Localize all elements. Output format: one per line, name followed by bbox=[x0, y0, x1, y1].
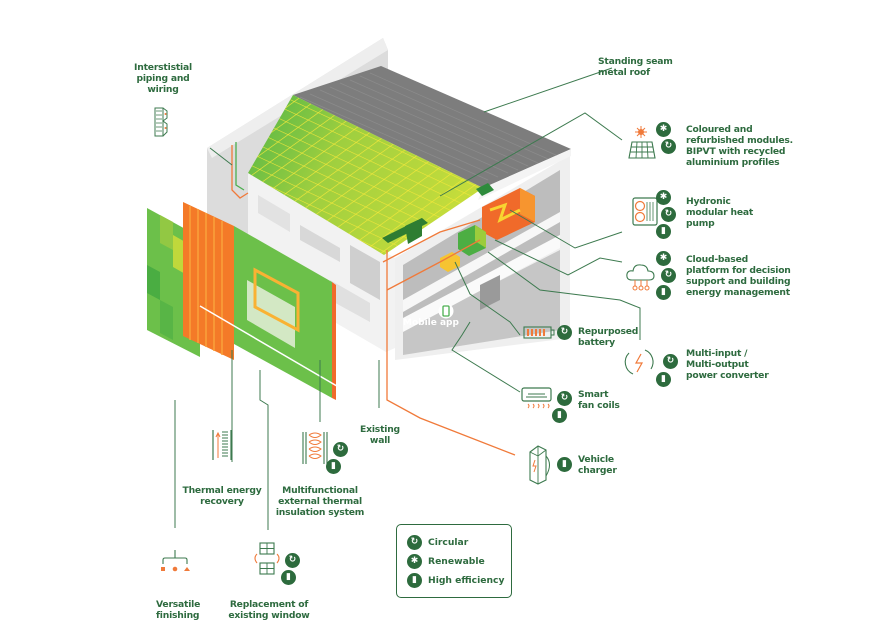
label-thermal-energy-recovery: Thermal energy recovery bbox=[182, 485, 262, 507]
label-repurposed-battery: Repurposed battery bbox=[578, 326, 639, 348]
label-interstitial-piping: Interstistial piping and wiring bbox=[134, 62, 192, 95]
legend-label: Circular bbox=[428, 537, 469, 548]
label-window-replacement: Replacement of existing window bbox=[228, 599, 310, 621]
bipvt-solar-roof bbox=[248, 95, 483, 255]
vehicle-charger-icon bbox=[529, 445, 550, 485]
heat-pump-icon bbox=[632, 197, 658, 226]
circular-icon: ↻ bbox=[557, 325, 572, 340]
high-efficiency-icon: ▮ bbox=[552, 408, 567, 423]
renewable-icon: ✱ bbox=[656, 122, 671, 137]
label-power-converter: Multi-input / Multi-output power convert… bbox=[686, 348, 769, 381]
circular-icon: ↻ bbox=[661, 207, 676, 222]
circular-icon: ↻ bbox=[333, 442, 348, 457]
insulation-panel bbox=[234, 226, 336, 400]
legend-item-high-efficiency: ▮ High efficiency bbox=[407, 573, 504, 588]
high-efficiency-icon: ▮ bbox=[557, 457, 572, 472]
cloud-platform-icon bbox=[626, 264, 655, 291]
high-efficiency-icon: ▮ bbox=[656, 224, 671, 239]
power-converter-icon bbox=[624, 349, 654, 375]
interstitial-piping-icon bbox=[154, 107, 168, 137]
label-standing-seam-roof: Standing seam metal roof bbox=[598, 56, 673, 78]
renewable-icon: ✱ bbox=[407, 554, 422, 569]
thermal-recovery-panel bbox=[183, 202, 234, 360]
legend-item-circular: ↻ Circular bbox=[407, 535, 468, 550]
heat-pump-unit bbox=[476, 183, 535, 240]
thermal-recovery-icon bbox=[212, 430, 232, 460]
label-heat-pump: Hydronic modular heat pump bbox=[686, 196, 754, 229]
callout-lines bbox=[174, 67, 641, 530]
label-versatile-finishing: Versatile finishing bbox=[156, 599, 201, 621]
high-efficiency-icon: ▮ bbox=[326, 459, 341, 474]
versatile-finishing-icon bbox=[161, 550, 190, 572]
circular-icon: ↻ bbox=[661, 139, 676, 154]
circular-icon: ↻ bbox=[557, 391, 572, 406]
legend-label: Renewable bbox=[428, 556, 485, 567]
label-mobile-app: Mobile app bbox=[403, 318, 459, 328]
renewable-icon: ✱ bbox=[656, 251, 671, 266]
window-replacement-icon bbox=[254, 542, 280, 575]
legend-item-renewable: ✱ Renewable bbox=[407, 554, 485, 569]
legend-label: High efficiency bbox=[428, 575, 505, 586]
house-front-wall bbox=[248, 173, 395, 352]
high-efficiency-icon: ▮ bbox=[407, 573, 422, 588]
circular-icon: ↻ bbox=[661, 268, 676, 283]
renewable-icon: ✱ bbox=[656, 190, 671, 205]
label-existing-wall: Existing wall bbox=[360, 424, 400, 446]
label-bipvt-modules: Coloured and refurbished modules. BIPVT … bbox=[686, 124, 793, 168]
label-insulation-system: Multifunctional external thermal insulat… bbox=[275, 485, 365, 518]
high-efficiency-icon: ▮ bbox=[656, 372, 671, 387]
battery-icon bbox=[523, 326, 555, 339]
circular-icon: ↻ bbox=[407, 535, 422, 550]
circular-icon: ↻ bbox=[285, 553, 300, 568]
fan-coil-icon bbox=[521, 387, 552, 409]
label-cloud-platform: Cloud-based platform for decision suppor… bbox=[686, 254, 791, 298]
legend: ↻ Circular ✱ Renewable ▮ High efficiency bbox=[396, 524, 512, 598]
mobile-app-marker[interactable] bbox=[438, 303, 454, 319]
standing-seam-metal-roof bbox=[293, 66, 571, 200]
high-efficiency-icon: ▮ bbox=[281, 570, 296, 585]
label-smart-fan-coils: Smart fan coils bbox=[578, 389, 620, 411]
circular-icon: ↻ bbox=[663, 354, 678, 369]
label-vehicle-charger: Vehicle charger bbox=[578, 454, 617, 476]
solar-panel-icon bbox=[628, 126, 656, 159]
battery-unit bbox=[440, 252, 460, 272]
piping-lines bbox=[199, 142, 516, 456]
insulation-icon bbox=[302, 432, 328, 464]
high-efficiency-icon: ▮ bbox=[656, 285, 671, 300]
